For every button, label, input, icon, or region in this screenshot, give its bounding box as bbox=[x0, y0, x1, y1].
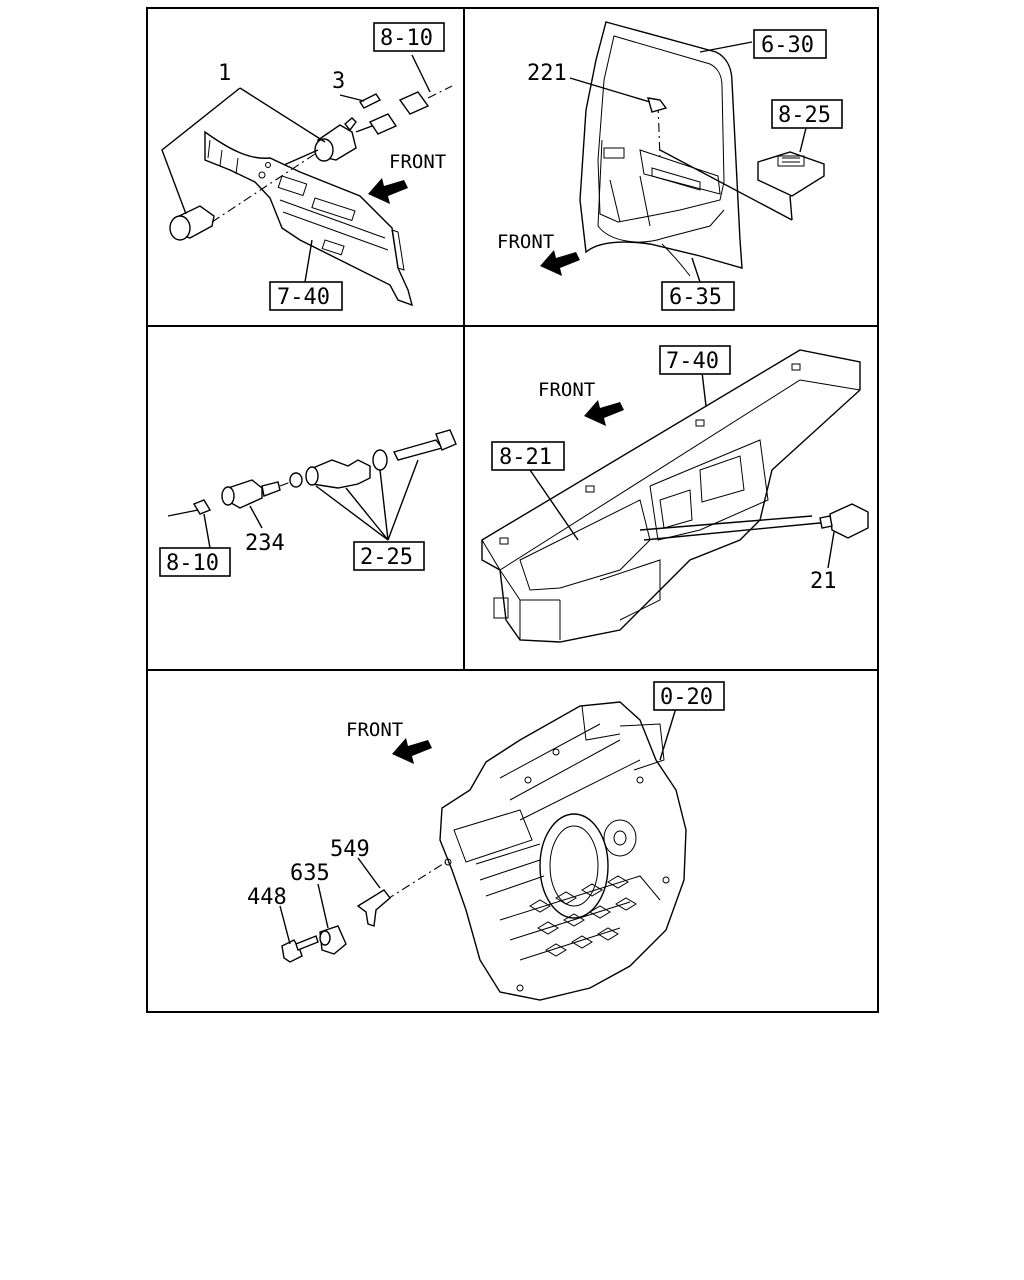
ref-label-0-20: 0-20 bbox=[660, 685, 713, 710]
switch-body-drawing bbox=[283, 117, 357, 166]
front-label: FRONT bbox=[389, 151, 446, 173]
ref-label-7-40: 7-40 bbox=[277, 285, 330, 310]
part-label-221: 221 bbox=[527, 61, 567, 86]
front-arrow-icon bbox=[368, 178, 408, 204]
harness-connector-drawing bbox=[398, 91, 430, 115]
dash-side-panel-drawing bbox=[204, 130, 414, 307]
harness-connector-drawing bbox=[192, 499, 212, 515]
drive-gear-assembly-drawing bbox=[289, 429, 457, 489]
ref-box-8-25 bbox=[771, 99, 843, 129]
ref-label-6-35: 6-35 bbox=[669, 285, 722, 310]
ref-box-0-20 bbox=[653, 681, 725, 711]
front-arrow-icon bbox=[584, 400, 624, 426]
ref-box-8-10 bbox=[159, 547, 231, 577]
panel-cab-switch bbox=[161, 54, 453, 307]
ref-label-6-30: 6-30 bbox=[761, 33, 814, 58]
part-label-635: 635 bbox=[290, 861, 330, 886]
part-label-234: 234 bbox=[245, 531, 285, 556]
ref-label-2-25: 2-25 bbox=[360, 545, 413, 570]
bolt-drawing bbox=[281, 935, 319, 963]
flywheel-housing-drawing bbox=[439, 701, 687, 1001]
panel-flywheel-housing bbox=[279, 701, 687, 1001]
front-arrow-icon bbox=[540, 250, 580, 276]
sensor-bracket-drawing bbox=[356, 889, 391, 927]
ref-label-8-10: 8-10 bbox=[166, 551, 219, 576]
instrument-panel-drawing bbox=[481, 349, 861, 643]
panel-speed-sensor bbox=[167, 429, 457, 549]
ref-box-7-40 bbox=[659, 345, 731, 375]
speed-sensor-drawing bbox=[221, 479, 281, 509]
wire-connector-drawing bbox=[368, 113, 398, 135]
ref-box-6-30 bbox=[753, 29, 827, 59]
door-switch-drawing bbox=[647, 97, 668, 113]
front-arrow-icon bbox=[392, 738, 432, 764]
crank-sensor-drawing bbox=[319, 925, 347, 955]
front-label: FRONT bbox=[538, 379, 595, 401]
part-label-448: 448 bbox=[247, 885, 287, 910]
front-label: FRONT bbox=[346, 719, 403, 741]
part-label-21: 21 bbox=[810, 569, 837, 594]
ref-box-2-25 bbox=[353, 541, 425, 571]
door-drawing bbox=[579, 21, 743, 277]
ref-label-7-40: 7-40 bbox=[666, 349, 719, 374]
bulb-drawing bbox=[358, 93, 382, 109]
part-label-549: 549 bbox=[330, 837, 370, 862]
ref-box-7-40 bbox=[269, 281, 343, 311]
ref-box-6-35 bbox=[661, 281, 735, 311]
panel-frames bbox=[146, 7, 879, 1013]
ref-label-8-25: 8-25 bbox=[778, 103, 831, 128]
part-label-1: 1 bbox=[218, 61, 231, 86]
front-label: FRONT bbox=[497, 231, 554, 253]
part-label-3: 3 bbox=[332, 69, 345, 94]
panel-door-switch bbox=[540, 21, 825, 283]
ref-label-8-21: 8-21 bbox=[499, 445, 552, 470]
panel-instrument-panel bbox=[481, 349, 869, 643]
ref-label-8-10: 8-10 bbox=[380, 26, 433, 51]
hazard-switch-drawing bbox=[819, 503, 869, 539]
ref-box-8-10 bbox=[373, 22, 445, 52]
knob-drawing bbox=[169, 205, 215, 241]
ref-box-8-21 bbox=[491, 441, 565, 471]
power-window-switch-drawing bbox=[757, 151, 825, 197]
